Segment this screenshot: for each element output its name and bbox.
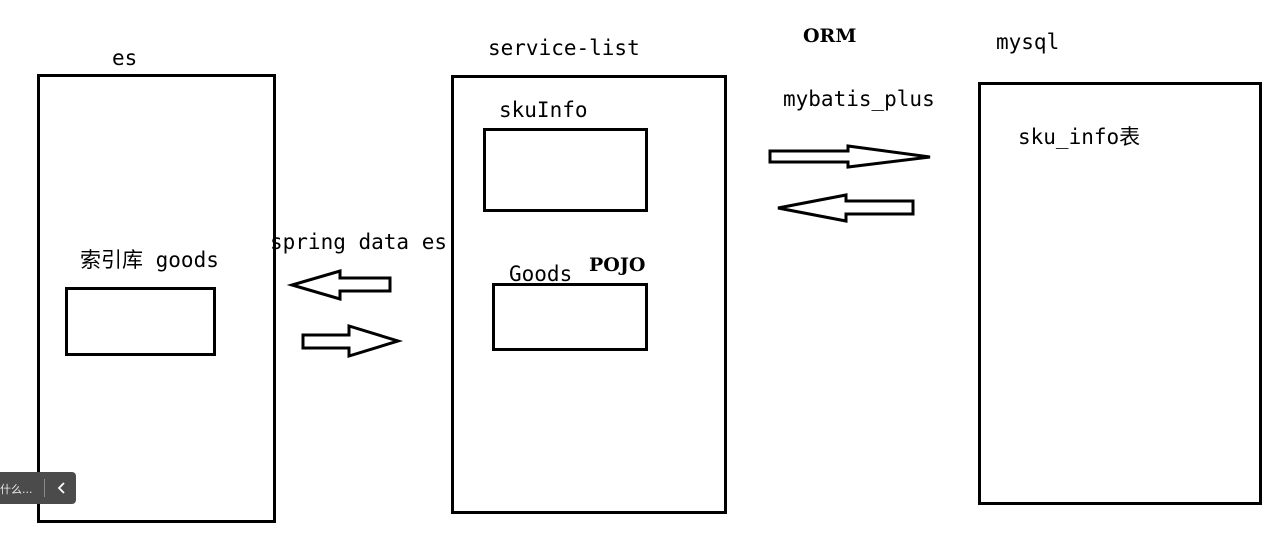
mysql-title: mysql [996, 30, 1060, 54]
service-list-title: service-list [488, 36, 640, 60]
chevron-left-icon [57, 482, 65, 494]
arrow-service-to-mysql [768, 144, 931, 169]
arrow-mysql-to-service [777, 193, 915, 223]
toolbar-text[interactable]: 什么... [0, 483, 33, 496]
sku-info-label: skuInfo [499, 98, 588, 122]
pojo-label: POJO [589, 254, 646, 276]
arrow-service-to-es [286, 269, 392, 301]
mysql-box [978, 82, 1262, 505]
toolbar-divider [44, 479, 45, 497]
goods-box [492, 283, 648, 351]
mybatis-plus-label: mybatis_plus [783, 87, 935, 111]
sku-info-box [483, 128, 648, 212]
service-list-box [451, 75, 727, 514]
floating-toolbar: 什么... [0, 472, 76, 504]
sku-info-table-label: sku_info表 [1018, 125, 1141, 149]
es-box [37, 74, 276, 523]
goods-label: Goods [509, 262, 573, 286]
arrow-es-to-service [301, 323, 404, 359]
es-title: es [112, 46, 138, 70]
collapse-button[interactable] [52, 476, 72, 500]
orm-label: ORM [803, 25, 857, 47]
spring-data-label: spring data es [270, 230, 448, 254]
es-index-box [65, 287, 216, 356]
es-index-label: 索引库 goods [80, 248, 219, 272]
